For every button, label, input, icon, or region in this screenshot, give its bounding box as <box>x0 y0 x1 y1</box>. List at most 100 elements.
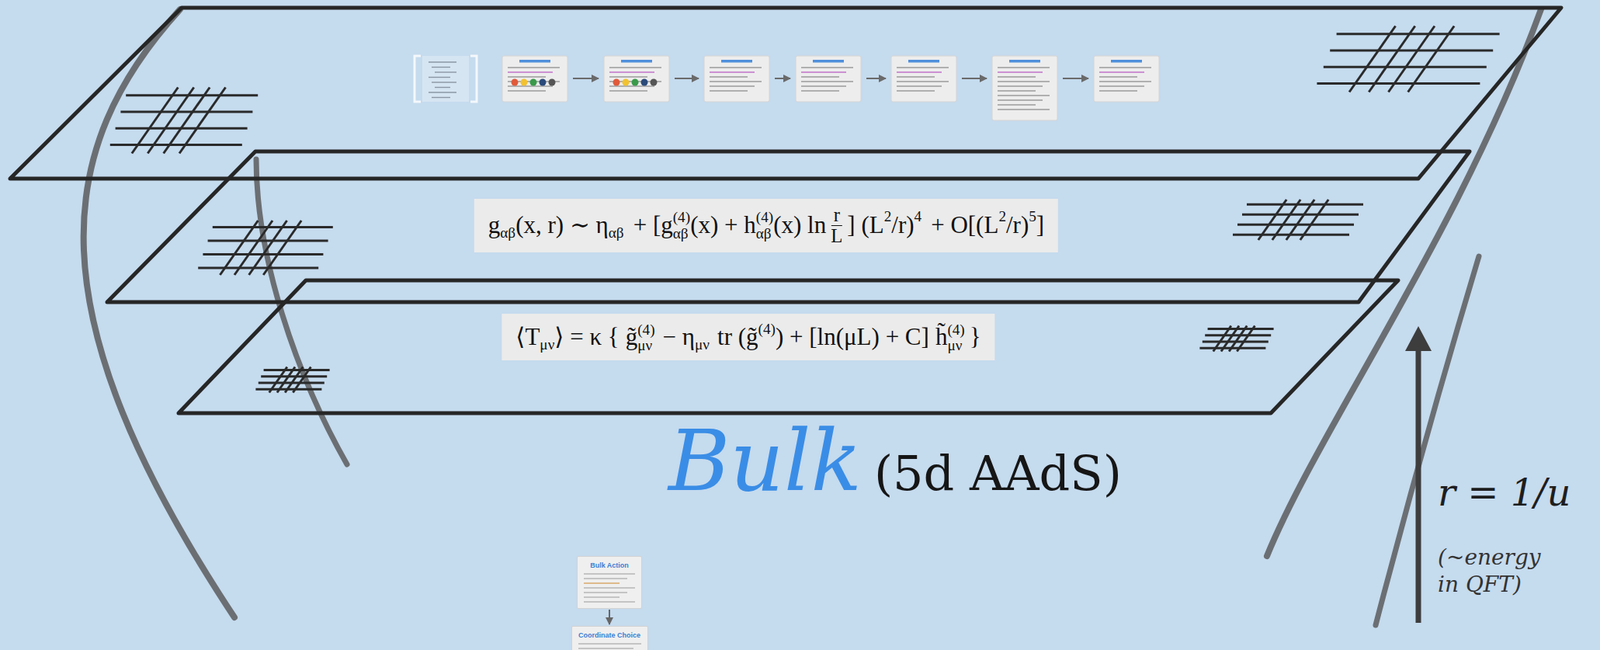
hash-stroke <box>1300 199 1329 240</box>
icon-dot <box>613 79 621 87</box>
hash-stroke <box>120 110 253 113</box>
text-line <box>583 600 636 602</box>
equation-term: ] <box>1036 211 1045 239</box>
hash-mark <box>110 87 258 154</box>
text-line <box>578 647 634 649</box>
slide-title-bar <box>1110 59 1142 63</box>
slide-thumbnail <box>795 55 861 102</box>
equation-term: /r) <box>1006 211 1029 239</box>
index-stack: (4)μν <box>947 322 965 354</box>
text-line <box>431 81 457 83</box>
text-line <box>997 104 1036 105</box>
hash-stroke <box>292 367 311 393</box>
slide-thumbnail <box>1093 55 1160 102</box>
slide-arrow <box>1062 77 1089 80</box>
text-line <box>609 71 655 73</box>
slide-body <box>572 640 649 650</box>
icon-dot <box>641 79 649 87</box>
equation-subscript: μν <box>694 336 710 353</box>
hash-stroke <box>1258 199 1287 240</box>
text-line <box>801 90 840 91</box>
text-line <box>428 76 451 78</box>
fraction-denominator: L <box>830 225 843 247</box>
hash-mark <box>1316 26 1500 93</box>
hash-stroke <box>1368 26 1416 93</box>
hash-stroke <box>1236 326 1255 352</box>
text-line <box>997 66 1050 68</box>
hash-stroke <box>110 143 243 146</box>
hash-stroke <box>1228 326 1247 352</box>
equation-term: ] (L <box>846 211 884 239</box>
slide-title-bar <box>721 59 753 63</box>
text-line <box>1099 80 1152 82</box>
equation-term: ⟩ = κ { <box>554 322 619 351</box>
equation-term: − η <box>662 322 695 351</box>
text-line <box>997 76 1036 77</box>
text-line <box>896 85 942 87</box>
slide-panel <box>422 55 469 102</box>
equation-subscript: μν <box>947 337 965 354</box>
text-line <box>801 76 840 77</box>
text-line <box>578 642 642 644</box>
slide-title: Bulk Action <box>586 558 632 570</box>
text-line <box>997 85 1043 87</box>
slide-body <box>577 570 643 609</box>
hash-stroke <box>1349 26 1396 93</box>
slide-title-bar <box>621 59 653 63</box>
text-line <box>583 572 636 574</box>
icon-dot <box>520 79 528 87</box>
equation-subscript: αβ <box>673 225 691 242</box>
bulk-title: Bulk <box>668 419 862 504</box>
scale-arrow-shaft <box>1416 347 1422 623</box>
slide-panel <box>704 55 770 102</box>
text-line <box>896 80 949 82</box>
slide-panel <box>603 55 670 102</box>
equation-superscript: (4) <box>637 322 655 338</box>
equation-term: + O[(L <box>930 211 999 239</box>
text-line <box>583 596 620 597</box>
boundary-curve <box>83 9 235 618</box>
text-line <box>709 80 762 82</box>
text-line <box>997 94 1050 96</box>
equation-superscript: 4 <box>914 208 923 225</box>
text-line <box>801 71 847 73</box>
hash-stroke <box>284 367 303 393</box>
slide-thumbnail <box>992 55 1058 121</box>
hash-stroke <box>1316 82 1480 85</box>
equation-term: (x) ln <box>773 211 827 239</box>
hash-mark <box>255 367 330 393</box>
text-line <box>609 85 655 87</box>
scale-arrow-head <box>1405 326 1432 351</box>
slide-title-bar <box>519 59 551 63</box>
slide-panel <box>1093 55 1160 102</box>
equation-superscript: 2 <box>884 208 892 225</box>
icon-dot <box>650 79 658 87</box>
text-line <box>1099 90 1138 91</box>
text-line <box>507 85 553 87</box>
equation-term: /r) <box>891 211 914 239</box>
equation-term: (x, r) ∼ η <box>515 211 609 239</box>
slide-thumbnail <box>414 55 477 102</box>
slide-thumbnail <box>502 55 568 102</box>
equation-term: h̃ <box>935 322 948 351</box>
slide-title: Coordinate Choice <box>575 628 644 639</box>
hash-stroke <box>208 239 329 242</box>
text-line <box>609 66 662 68</box>
axis-note: (~energy in QFT) <box>1437 543 1562 598</box>
slide-panel <box>795 55 861 102</box>
text-line <box>1099 85 1145 87</box>
text-line <box>434 86 451 88</box>
equation-subscript: αβ <box>608 224 625 241</box>
text-line <box>1099 76 1138 77</box>
hash-stroke <box>1246 203 1364 206</box>
icon-dot <box>539 79 547 87</box>
text-line <box>583 582 620 584</box>
equation-superscript: 2 <box>998 208 1007 225</box>
hash-stroke <box>197 266 319 269</box>
equation-term: g̃ <box>625 322 639 351</box>
icon-dot <box>622 79 630 87</box>
equation-term: (x) + h <box>690 211 757 239</box>
equation-term: + [g <box>633 211 674 239</box>
equation-subscript: αβ <box>499 224 516 241</box>
flow-arrow <box>608 609 611 625</box>
